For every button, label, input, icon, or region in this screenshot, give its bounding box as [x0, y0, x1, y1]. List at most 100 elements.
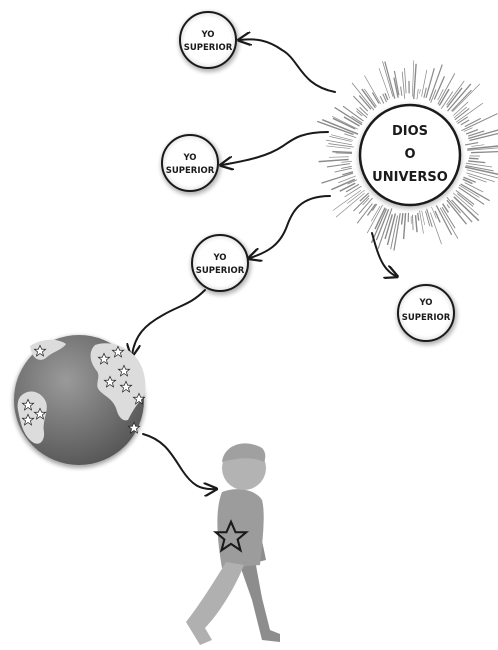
sun-ray — [400, 213, 404, 225]
sun-ray — [452, 83, 481, 112]
sun-ray — [358, 197, 373, 214]
star-icon — [127, 421, 141, 434]
sun-ray — [356, 108, 368, 119]
sun-ray — [345, 183, 360, 193]
sun-ray — [342, 171, 354, 176]
sun-ray — [453, 196, 480, 222]
sun-ray — [463, 127, 473, 132]
sun-ray — [321, 172, 354, 184]
sun-ray — [328, 143, 354, 148]
star-icon — [33, 344, 47, 357]
higher-self-node-2: YO SUPERIOR — [161, 134, 221, 195]
sun-ray — [335, 192, 365, 218]
arrow-center-to-node-3 — [250, 195, 331, 258]
sun-ray — [465, 142, 479, 146]
sun-ray — [332, 150, 352, 154]
sun-ray — [339, 182, 356, 192]
center-label-line3: UNIVERSO — [372, 170, 448, 185]
node-4-label-line2: SUPERIOR — [402, 313, 451, 323]
sun-ray — [421, 69, 428, 97]
sun-ray — [390, 215, 399, 250]
walking-child-icon — [186, 443, 280, 645]
sun-ray — [426, 208, 433, 228]
sun-ray — [430, 89, 437, 104]
sun-ray — [384, 214, 394, 240]
sun-ray — [468, 160, 486, 164]
sun-ray — [359, 192, 370, 202]
sun-ray — [351, 82, 375, 111]
star-icon — [103, 375, 117, 388]
sun-ray — [378, 68, 391, 99]
sun-ray — [437, 73, 456, 105]
sun-ray — [463, 176, 477, 183]
center-node: DIOS O UNIVERSO — [358, 103, 462, 209]
sun-ray — [371, 203, 378, 211]
sun-ray — [455, 189, 475, 205]
sun-ray — [464, 182, 484, 193]
sun-ray — [468, 157, 479, 160]
sun-ray — [334, 106, 363, 126]
sun-ray — [379, 95, 385, 104]
sun-ray — [318, 158, 349, 163]
sun-ray — [382, 93, 387, 103]
sun-ray — [359, 106, 369, 116]
center-label-line1: DIOS — [392, 124, 428, 139]
node-4-label-line1: YO — [418, 298, 432, 308]
sun-ray — [371, 92, 380, 104]
sun-ray — [468, 130, 485, 137]
sun-ray — [329, 136, 352, 142]
sun-ray — [375, 209, 390, 241]
sun-ray — [412, 214, 414, 231]
sun-ray — [453, 106, 467, 119]
sun-ray — [434, 210, 441, 223]
sun-ray — [362, 197, 370, 206]
sun-ray — [462, 178, 473, 185]
star-icon — [117, 364, 131, 377]
sun-ray — [374, 207, 386, 230]
sun-ray — [402, 213, 407, 240]
sun-ray — [431, 206, 437, 219]
sun-ray — [400, 86, 403, 96]
sun-ray — [451, 89, 472, 112]
sun-ray — [458, 184, 480, 198]
sun-ray — [370, 205, 381, 222]
node-3-label-line1: YO — [212, 253, 226, 263]
sun-ray — [446, 204, 450, 209]
sun-ray — [404, 67, 407, 94]
sun-ray — [347, 189, 365, 204]
sun-ray — [393, 213, 401, 251]
arrow-center-to-node-1 — [240, 39, 336, 93]
star-icon — [97, 352, 111, 365]
star-icon — [212, 519, 250, 553]
sun-ray — [446, 80, 465, 106]
arrow-center-to-node-2 — [222, 131, 329, 165]
arrow-earth-to-person — [142, 433, 215, 489]
sun-ray — [356, 110, 363, 117]
sun-ray — [329, 156, 349, 158]
sun-ray — [317, 120, 354, 136]
sun-ray — [421, 210, 425, 226]
sun-ray — [382, 61, 394, 97]
sun-ray — [393, 77, 399, 98]
sun-ray — [457, 116, 469, 125]
higher-self-node-3: YO SUPERIOR — [191, 234, 251, 295]
arrow-center-to-node-4 — [371, 232, 396, 276]
sun-ray — [446, 87, 463, 108]
sun-ray — [467, 147, 498, 151]
sun-ray — [423, 87, 427, 98]
sun-ray — [419, 89, 421, 94]
sun-ray — [446, 199, 467, 225]
sun-ray — [353, 195, 370, 212]
sun-ray — [454, 108, 470, 121]
sun-ray — [325, 139, 352, 146]
node-1-label-line2: SUPERIOR — [184, 43, 233, 53]
sun-ray — [468, 175, 487, 183]
sun-ray — [441, 203, 450, 213]
sun-ray — [343, 116, 360, 127]
sun-ray — [433, 76, 446, 100]
sun-ray — [326, 145, 351, 149]
sun-ray — [332, 190, 362, 211]
sun-ray — [332, 117, 356, 130]
